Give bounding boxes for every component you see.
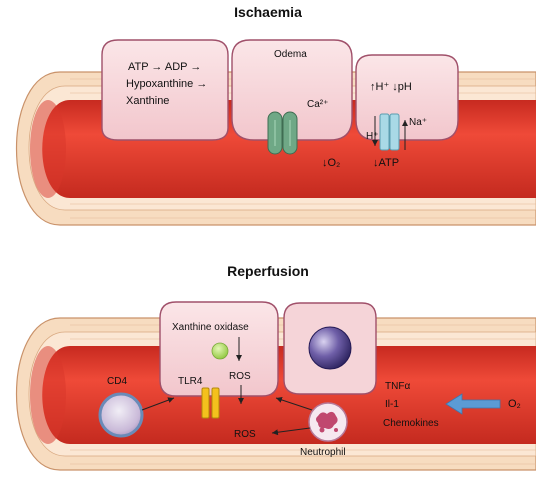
xanthine-oxidase-icon [211, 342, 229, 360]
cytokine-il1: Il-1 [385, 399, 399, 410]
ischaemia-title: Ischaemia [234, 4, 302, 20]
reperfusion-title: Reperfusion [227, 263, 309, 279]
neutrophil-icon [308, 402, 348, 442]
cell2-o2: ↓O₂ [322, 157, 340, 169]
cytokine-tnfa: TNFα [385, 381, 410, 392]
neutrophil-to-endothelium-arrow [275, 397, 313, 411]
cell3-ph: ↑H⁺ ↓pH [370, 81, 412, 93]
ros-top-label: ROS [229, 371, 251, 382]
cd4-to-tlr4-arrow [141, 397, 175, 411]
xanthine-oxidase-label: Xanthine oxidase [172, 322, 249, 333]
cell3-na: Na⁺ [409, 117, 427, 128]
neutrophil-label: Neutrophil [300, 447, 346, 458]
ros-bottom-label: ROS [234, 429, 256, 440]
cell1-line1: ATP → ADP → [128, 61, 201, 73]
cell1-line3: Xanthine [126, 95, 169, 107]
cd4-label: CD4 [107, 376, 127, 387]
tlr4-receptor-icon [201, 387, 220, 419]
cell3-h: H⁺ [366, 131, 379, 142]
ischaemia-cell-1 [101, 39, 229, 141]
exchanger-channel-icon [379, 113, 400, 151]
vessel-reperfusion [16, 317, 536, 471]
cytokine-chemokines: Chemokines [383, 418, 439, 429]
cd4-cell-icon [98, 392, 144, 438]
oxygen-inflow-arrow-icon [445, 393, 501, 415]
ischaemia-cell-2 [231, 39, 353, 141]
ischaemia-cell-3 [355, 54, 459, 141]
cell2-ca: Ca²⁺ [307, 99, 328, 110]
oxygen-label: O₂ [508, 398, 521, 410]
neutrophil-to-ros-arrow [271, 427, 311, 436]
cell1-line2: Hypoxanthine → [126, 78, 207, 90]
cell-nucleus-icon [308, 326, 352, 370]
calcium-channel-icon [267, 111, 298, 155]
tlr4-label: TLR4 [178, 376, 203, 387]
cell3-atp: ↓ATP [373, 157, 399, 169]
cell2-odema: Odema [274, 49, 307, 60]
